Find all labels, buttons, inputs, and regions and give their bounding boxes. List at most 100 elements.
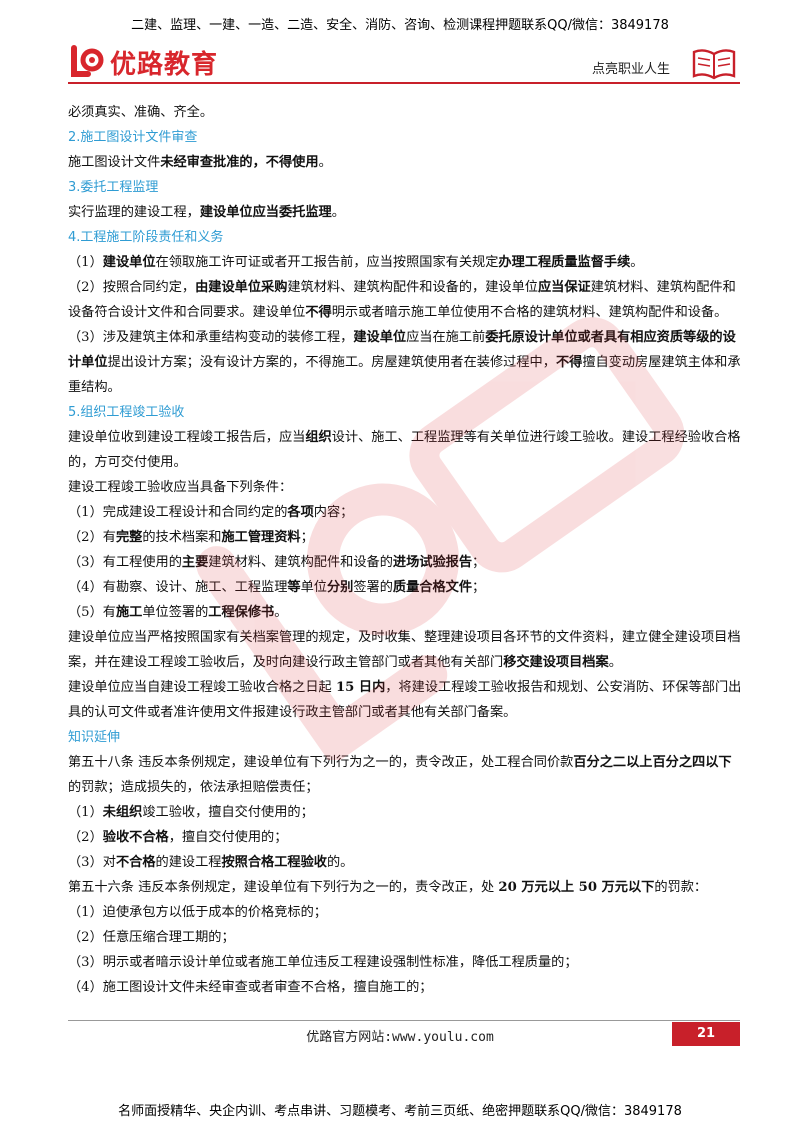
text-run: 提出设计方案；没有设计方案的，不得施工。房屋建筑使用者在装修过程中， bbox=[107, 355, 556, 370]
text-run: 的技术档案和 bbox=[142, 530, 222, 545]
bold-text: 工程保修书 bbox=[208, 605, 275, 620]
bold-text: 不得 bbox=[555, 355, 583, 370]
bold-text: 施工管理资料 bbox=[221, 530, 301, 545]
paragraph: （3）涉及建筑主体和承重结构变动的装修工程，建设单位应当在施工前委托原设计单位或… bbox=[68, 325, 744, 400]
text-run: 单位 bbox=[300, 580, 327, 595]
text-run: （4）施工图设计文件未经审查或者审查不合格，擅自施工的； bbox=[68, 980, 433, 995]
text-run: 建设单位应当自建设工程竣工验收合格之日起 bbox=[68, 680, 336, 695]
footer-website: 优路官方网站:www.youlu.com bbox=[306, 1030, 494, 1045]
paragraph: 建设单位应当自建设工程竣工验收合格之日起 15 日内，将建设工程竣工验收报告和规… bbox=[68, 675, 744, 725]
text-run: 建筑材料、建筑构配件和设备的 bbox=[208, 555, 393, 570]
bold-text: 完整 bbox=[115, 530, 143, 545]
text-run: （1） bbox=[68, 255, 103, 270]
section-heading: 4.工程施工阶段责任和义务 bbox=[68, 225, 744, 250]
text-run: 的建设工程 bbox=[155, 855, 222, 870]
text-run: 第五十六条 违反本条例规定，建设单位有下列行为之一的，责令改正，处 bbox=[68, 880, 499, 895]
bold-text: 组织 bbox=[305, 430, 332, 445]
text-run: 在领取施工许可证或者开工报告前，应当按照国家有关规定 bbox=[155, 255, 499, 270]
bold-text: 不合格 bbox=[115, 855, 156, 870]
paragraph: （1）未组织竣工验收，擅自交付使用的； bbox=[68, 800, 744, 825]
text-run: 应当在施工前 bbox=[406, 330, 486, 345]
paragraph: 建设单位应当严格按照国家有关档案管理的规定，及时收集、整理建设项目各环节的文件资… bbox=[68, 625, 744, 675]
text-run: （4）有勘察、设计、施工、工程监理 bbox=[68, 580, 288, 595]
text-run: （2）有 bbox=[68, 530, 116, 545]
text-run: 施工图设计文件 bbox=[68, 155, 161, 170]
text-run: 实行监理的建设工程， bbox=[68, 205, 200, 220]
text-run: ，将建设工程竣工验收报告和规划、公安消防、环保等部门出具的认可文件或者准许使用文… bbox=[68, 680, 742, 720]
text-run: （2）按照合同约定， bbox=[68, 280, 196, 295]
text-run: 4.工程施工阶段责任和义务 bbox=[68, 230, 224, 245]
paragraph: （2）有完整的技术档案和施工管理资料； bbox=[68, 525, 744, 550]
text-run: 2.施工图设计文件审查 bbox=[68, 130, 198, 145]
bold-text: 由建设单位采购 bbox=[195, 280, 288, 295]
paragraph: （1）迫使承包方以低于成本的价格竞标的； bbox=[68, 900, 744, 925]
text-run: 必须真实、准确、齐全。 bbox=[68, 105, 214, 120]
bold-text: 施工 bbox=[115, 605, 143, 620]
text-run: 竣工验收，擅自交付使用的； bbox=[142, 805, 314, 820]
bold-text: 主要 bbox=[181, 555, 209, 570]
paragraph: 施工图设计文件未经审查批准的，不得使用。 bbox=[68, 150, 744, 175]
bold-text: 办理工程质量监督手续 bbox=[498, 255, 631, 270]
text-run: （3）对 bbox=[68, 855, 116, 870]
text-run: ； bbox=[472, 580, 486, 595]
paragraph: 建设单位收到建设工程竣工报告后，应当组织设计、施工、工程监理等有关单位进行竣工验… bbox=[68, 425, 744, 475]
text-run: 设计、施工、工程监理等有关单位进行竣工验收。建设工程经验收合格的，方可交付使用。 bbox=[68, 430, 741, 470]
text-run: 。 bbox=[608, 655, 622, 670]
text-run: ，擅自交付使用的； bbox=[168, 830, 288, 845]
paragraph: 第五十八条 违反本条例规定，建设单位有下列行为之一的，责令改正，处工程合同价款百… bbox=[68, 750, 744, 800]
paragraph: （1）完成建设工程设计和合同约定的各项内容； bbox=[68, 500, 744, 525]
text-run: 建筑材料、建筑构配件和设备的，建设单位 bbox=[287, 280, 538, 295]
text-run: 建设单位收到建设工程竣工报告后，应当 bbox=[68, 430, 306, 445]
bold-text: 质量合格文件 bbox=[392, 580, 473, 595]
paragraph: 第五十六条 违反本条例规定，建设单位有下列行为之一的，责令改正，处 20 万元以… bbox=[68, 875, 744, 900]
section-heading: 知识延伸 bbox=[68, 725, 744, 750]
text-run: 建设单位应当严格按照国家有关档案管理的规定，及时收集、整理建设项目各环节的文件资… bbox=[68, 630, 741, 670]
bold-text: 建设单位 bbox=[353, 330, 407, 345]
text-run: （3）有工程使用的 bbox=[68, 555, 182, 570]
text-run: 擅自变动房屋建筑主体和承重结构。 bbox=[68, 355, 741, 395]
paragraph: （2）按照合同约定，由建设单位采购建筑材料、建筑构配件和设备的，建设单位应当保证… bbox=[68, 275, 744, 325]
paragraph: （2）任意压缩合理工期的； bbox=[68, 925, 744, 950]
section-heading: 2.施工图设计文件审查 bbox=[68, 125, 744, 150]
text-run: （3）涉及建筑主体和承重结构变动的装修工程， bbox=[68, 330, 354, 345]
paragraph: 必须真实、准确、齐全。 bbox=[68, 100, 744, 125]
page-number: 21 bbox=[672, 1022, 740, 1046]
bold-text: 未经审查批准的，不得使用 bbox=[160, 155, 319, 170]
text-run: 。 bbox=[318, 155, 332, 170]
text-run: （3）明示或者暗示设计单位或者施工单位违反工程建设强制性标准，降低工程质量的； bbox=[68, 955, 578, 970]
bold-text: 按照合格工程验收 bbox=[221, 855, 327, 870]
text-run: （1）迫使承包方以低于成本的价格竞标的； bbox=[68, 905, 327, 920]
bold-text: 进场试验报告 bbox=[392, 555, 473, 570]
paragraph: （4）施工图设计文件未经审查或者审查不合格，擅自施工的； bbox=[68, 975, 744, 1000]
text-run: 单位签署的 bbox=[142, 605, 209, 620]
document-body: 必须真实、准确、齐全。2.施工图设计文件审查施工图设计文件未经审查批准的，不得使… bbox=[68, 100, 744, 1000]
paragraph: 建设工程竣工验收应当具备下列条件： bbox=[68, 475, 744, 500]
text-run: 明示或者暗示施工单位使用不合格的建筑材料、建筑构配件和设备。 bbox=[331, 305, 728, 320]
bold-text: 移交建设项目档案 bbox=[503, 655, 609, 670]
paragraph: （5）有施工单位签署的工程保修书。 bbox=[68, 600, 744, 625]
paragraph: （3）有工程使用的主要建筑材料、建筑构配件和设备的进场试验报告； bbox=[68, 550, 744, 575]
text-run: 建设工程竣工验收应当具备下列条件： bbox=[68, 480, 293, 495]
text-run: 5.组织工程竣工验收 bbox=[68, 405, 185, 420]
footer-divider bbox=[68, 1020, 740, 1021]
text-run: 第五十八条 违反本条例规定，建设单位有下列行为之一的，责令改正，处工程合同价款 bbox=[68, 755, 574, 770]
bold-text: 建设单位应当委托监理 bbox=[199, 205, 332, 220]
logo-text: 优路教育 bbox=[110, 49, 219, 80]
paragraph: （4）有勘察、设计、施工、工程监理等单位分别签署的质量合格文件； bbox=[68, 575, 744, 600]
text-run: ； bbox=[300, 530, 314, 545]
bold-text: 应当保证 bbox=[537, 280, 591, 295]
text-run: 。 bbox=[630, 255, 644, 270]
paragraph: （3）对不合格的建设工程按照合格工程验收的。 bbox=[68, 850, 744, 875]
text-run: （2）任意压缩合理工期的； bbox=[68, 930, 235, 945]
section-heading: 5.组织工程竣工验收 bbox=[68, 400, 744, 425]
paragraph: （2）验收不合格，擅自交付使用的； bbox=[68, 825, 744, 850]
text-run: 的罚款： bbox=[654, 880, 708, 895]
bottom-banner: 名师面授精华、央企内训、考点串讲、习题模考、考前三页纸、绝密押题联系QQ/微信：… bbox=[118, 1104, 682, 1119]
text-run: （2） bbox=[68, 830, 103, 845]
bold-text: 验收不合格 bbox=[102, 830, 169, 845]
bold-text: 建设单位 bbox=[102, 255, 156, 270]
text-run: 建筑材料、建筑构配件和设备符合设计文件和合同要求。建设单位 bbox=[68, 280, 736, 320]
text-run: 内容； bbox=[313, 505, 354, 520]
slogan: 点亮职业人生 bbox=[592, 62, 671, 77]
bold-text: 百分之二以上百分之四以下 bbox=[573, 755, 732, 770]
